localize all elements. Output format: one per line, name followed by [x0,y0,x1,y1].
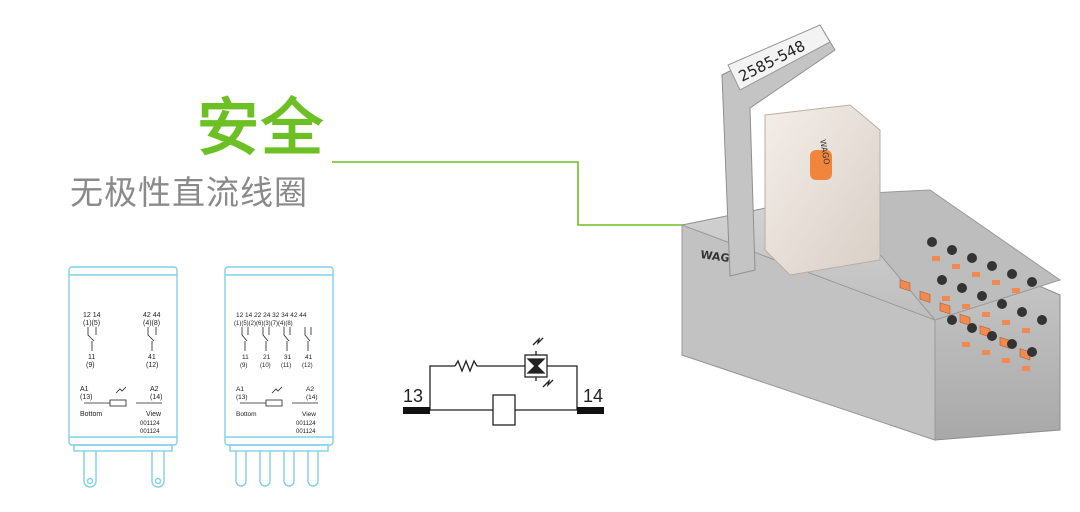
bottom-label: Bottom [236,411,257,418]
term-21: 21 [263,354,271,361]
terms-mid-right-sub: (12) [146,362,158,369]
term-31-sub: (11) [281,363,291,369]
terminal-13-label: 13 [403,386,423,406]
coil-circuit-diagram: 13 14 [403,336,604,426]
coil-a1-sub: (13) [80,394,92,401]
relay-brand: WAGO [818,139,831,165]
terms-top-left-sub: (1)(5) [83,320,100,327]
headline-subtitle: 无极性直流线圈 [70,173,308,212]
terms-top-left: 12 14 [83,312,101,319]
terms-mid-right: 41 [148,354,156,361]
relay-module-image: WAGO WAGO 2585-548 [681,24,1062,441]
terminal-block-row [899,237,1047,371]
view-label: View [146,411,162,418]
code-1: 001124 [140,421,160,427]
relay-indicator [810,150,832,180]
terminal-14-label: 14 [583,386,603,406]
coil-a2: A2 [306,386,314,393]
term-41: 41 [305,354,313,361]
term-11-sub: (9) [240,363,247,369]
bottom-label: Bottom [80,411,102,418]
terms-top-right: 42 44 [143,312,161,319]
term-11: 11 [242,354,249,361]
terms-top-right-sub: (4)(8) [143,320,160,327]
term-21-sub: (10) [260,363,271,369]
view-label: View [302,411,316,418]
coil-a2-sub: (14) [150,394,162,401]
relay-diagram-4pole: 12 14 22 24 32 34 42 44 (1)(5)(2)(6)(3)(… [224,266,334,487]
terms-top: 12 14 22 24 32 34 42 44 [236,312,307,319]
headline-title: 安全 [197,91,326,164]
code-1: 001124 [296,421,316,427]
coil-a1-sub: (13) [236,394,248,401]
code-2: 001124 [140,429,160,435]
terms-top-sub: (1)(5)(2)(6)(3)(7)(4)(8) [234,321,293,327]
term-41-sub: (12) [302,363,313,369]
coil-a1: A1 [80,386,89,393]
terms-mid-left-sub: (9) [86,362,95,369]
term-31: 31 [284,354,292,361]
coil-a2-sub: (14) [306,394,318,401]
code-2: 001124 [296,429,316,435]
coil-a2: A2 [150,386,159,393]
coil-a1: A1 [236,386,244,393]
relay-diagram-2pole: 12 14 (1)(5) 42 44 (4)(8) 11 (9) 41 (12)… [68,266,178,488]
terms-mid-left: 11 [88,354,95,361]
terminal-14-bar [577,407,604,414]
terminal-13-bar [403,407,430,414]
